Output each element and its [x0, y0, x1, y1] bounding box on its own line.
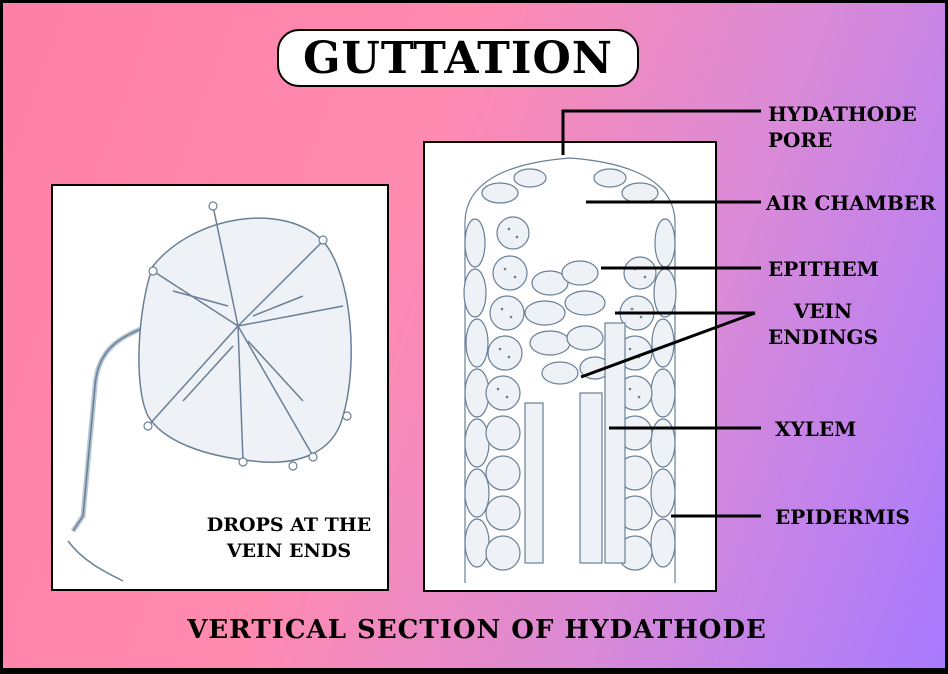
hydathode-panel [423, 141, 717, 592]
leaf-illustration [67, 201, 352, 582]
label-xylem: XYLEM [775, 417, 857, 441]
diagram-title: GUTTATION [277, 29, 639, 87]
label-vein-endings: VEIN ENDINGS [768, 299, 879, 349]
hydathode-section [463, 157, 677, 583]
label-hydathode-pore: HYDATHODE PORE [768, 102, 917, 152]
figure-caption: VERTICAL SECTION OF HYDATHODE [187, 615, 767, 645]
label-air-chamber: AIR CHAMBER [766, 191, 936, 215]
label-epidermis: EPIDERMIS [775, 505, 910, 529]
leaf-panel: DROPS AT THE VEIN ENDS [51, 184, 389, 591]
label-epithem: EPITHEM [768, 257, 879, 281]
leaf-caption: DROPS AT THE VEIN ENDS [206, 514, 372, 562]
